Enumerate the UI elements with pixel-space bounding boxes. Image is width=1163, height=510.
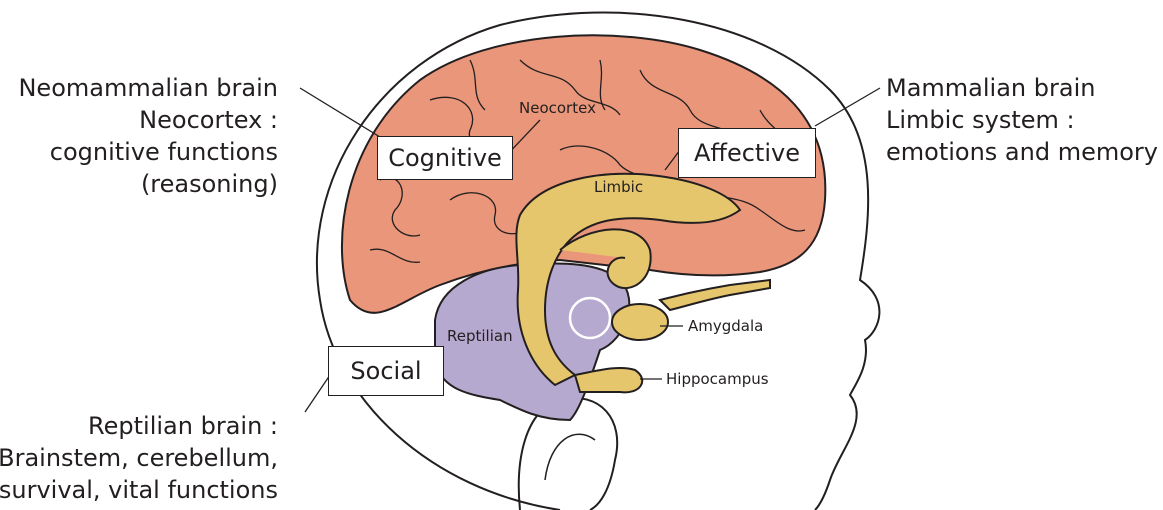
neomammalian-line-3: cognitive functions (18, 136, 278, 168)
reptilian-line-2: Brainstem, cerebellum, (0, 442, 278, 474)
amygdala-label: Amygdala (688, 317, 763, 335)
mammalian-line-1: Mammalian brain (886, 72, 1158, 104)
cognitive-box: Cognitive (377, 136, 513, 180)
reptilian-description: Reptilian brain : Brainstem, cerebellum,… (0, 410, 278, 506)
reptilian-label: Reptilian (447, 327, 513, 345)
neomammalian-line-4: (reasoning) (18, 168, 278, 200)
mammalian-line-2: Limbic system : (886, 104, 1158, 136)
reptilian-line-1: Reptilian brain : (0, 410, 278, 442)
social-box: Social (328, 346, 444, 396)
neomammalian-description: Neomammalian brain Neocortex : cognitive… (18, 72, 278, 200)
reptilian-line-3: survival, vital functions (0, 474, 278, 506)
affective-box: Affective (678, 128, 816, 178)
neomammalian-line-2: Neocortex : (18, 104, 278, 136)
neocortex-label: Neocortex (519, 99, 596, 117)
neomammalian-line-1: Neomammalian brain (18, 72, 278, 104)
limbic-label: Limbic (594, 178, 643, 196)
mammalian-description: Mammalian brain Limbic system : emotions… (886, 72, 1158, 168)
hippocampus-label: Hippocampus (666, 370, 769, 388)
mammalian-line-3: emotions and memory (886, 136, 1158, 168)
